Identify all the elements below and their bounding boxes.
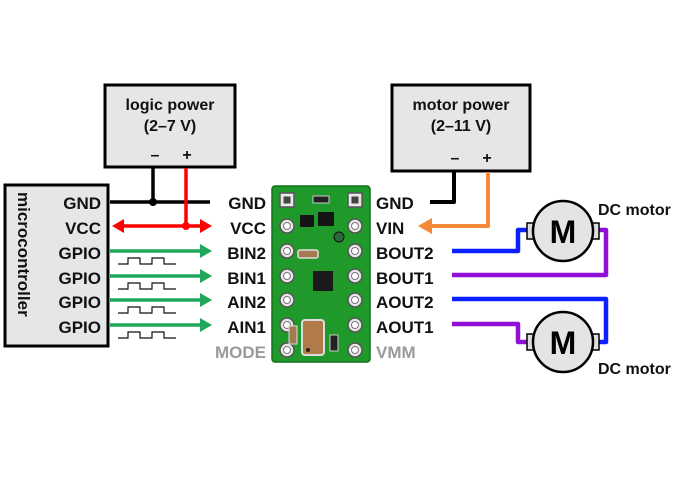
dc-motor-2: M DC motor (526, 310, 671, 378)
arrow-right-icon (200, 244, 212, 258)
arrow-right-icon (200, 269, 212, 283)
logic-power-box (103, 83, 237, 169)
signal-ain1 (110, 318, 212, 339)
motor-letter: M (550, 214, 577, 250)
logic-power-title: logic power (126, 97, 215, 114)
logic-power-supply: logic power (2–7 V) – + (103, 83, 237, 169)
logic-power-plus: + (182, 147, 191, 164)
vcc-junction (182, 222, 190, 230)
vcc-arrow-left-icon (112, 219, 124, 233)
motor-letter: M (550, 325, 577, 361)
driver-pin-mode: MODE (215, 343, 266, 362)
bout1-wire (452, 227, 609, 278)
aout2-wire (452, 296, 609, 345)
motor-icon (531, 199, 595, 263)
pwm-waveform-icon (118, 331, 176, 339)
motor-gnd-wire (430, 172, 456, 204)
arrow-right-icon (200, 293, 212, 307)
pwm-waveform-icon (118, 257, 176, 265)
driver-pin-bin2: BIN2 (227, 244, 266, 263)
microcontroller: microcontroller GND VCC GPIO GPIO GPIO G… (3, 183, 110, 348)
motor-driver-board (271, 185, 371, 363)
motor-vin-wire (432, 172, 490, 228)
motor-power-range: (2–11 V) (431, 118, 491, 135)
logic-power-range: (2–7 V) (144, 118, 196, 135)
gnd-junction (149, 198, 157, 206)
driver-pin-vcc: VCC (230, 219, 266, 238)
driver-ic (313, 271, 333, 291)
driver-pin-vmm: VMM (376, 343, 416, 362)
pwm-waveform-icon (118, 282, 176, 290)
motor-power-box (390, 83, 532, 173)
motor-icon (531, 310, 595, 374)
motor-1-label: DC motor (598, 202, 671, 219)
driver-pin-bout1: BOUT1 (376, 269, 434, 288)
driver-pin-vin: VIN (376, 219, 404, 238)
driver-pin-bin1: BIN1 (227, 269, 266, 288)
mcu-pin-gpio-1: GPIO (58, 244, 101, 263)
driver-pin-ain1: AIN1 (227, 318, 266, 337)
vcc-arrow-right-icon (200, 219, 212, 233)
mcu-pin-gpio-3: GPIO (58, 293, 101, 312)
vin-arrow-left-icon (418, 218, 432, 234)
signal-bin1 (110, 269, 212, 290)
motor-power-plus: + (482, 150, 491, 167)
bout2-wire (452, 227, 530, 254)
motor-power-title: motor power (413, 97, 510, 114)
signal-ain2 (110, 293, 212, 314)
arrow-right-icon (200, 318, 212, 332)
motor-power-supply: motor power (2–11 V) – + (390, 83, 532, 173)
motor-output-wiring (452, 227, 609, 345)
driver-pin-aout1: AOUT1 (376, 318, 434, 337)
driver-left-pin-labels: GND VCC BIN2 BIN1 AIN2 AIN1 MODE (215, 194, 266, 362)
pcb-components (288, 195, 345, 356)
right-pin-holes (347, 192, 363, 358)
driver-right-pin-labels: GND VIN BOUT2 BOUT1 AOUT2 AOUT1 VMM (376, 194, 434, 362)
microcontroller-box (3, 183, 110, 348)
driver-pin-gnd: GND (228, 194, 266, 213)
signal-bin2 (110, 244, 212, 265)
driver-pin-aout2: AOUT2 (376, 293, 434, 312)
logic-wiring (110, 168, 212, 339)
driver-pin-ain2: AIN2 (227, 293, 266, 312)
mcu-pin-vcc: VCC (65, 219, 101, 238)
motor-2-label: DC motor (598, 361, 671, 378)
driver-pin-gnd-motor: GND (376, 194, 414, 213)
mcu-pin-gpio-4: GPIO (58, 318, 101, 337)
mcu-pin-gpio-2: GPIO (58, 269, 101, 288)
logic-power-minus: – (151, 147, 160, 164)
dc-motor-1: M DC motor (526, 199, 671, 263)
motor-power-minus: – (451, 150, 460, 167)
driver-pin-bout2: BOUT2 (376, 244, 434, 263)
motor-power-wiring (418, 172, 490, 234)
microcontroller-title: microcontroller (14, 192, 33, 317)
aout1-wire (452, 321, 530, 345)
left-pin-holes (279, 192, 295, 358)
pwm-waveform-icon (118, 306, 176, 314)
mcu-pin-gnd: GND (63, 194, 101, 213)
